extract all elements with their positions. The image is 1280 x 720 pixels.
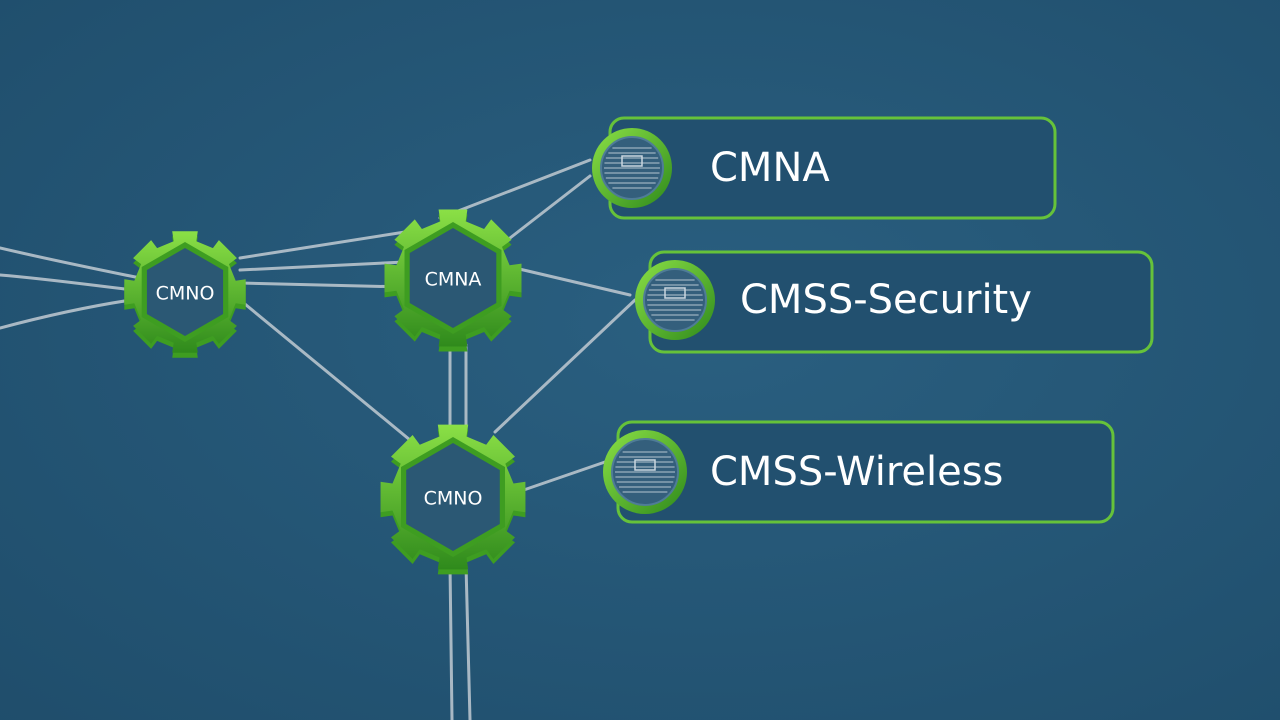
connector-line (513, 266, 632, 297)
badge-label: CMSS-Wireless (710, 449, 1003, 495)
gear-nodes: CMNO CMNA CMNO (124, 209, 526, 575)
circuit-chip-icon (592, 128, 672, 208)
connector-line (238, 281, 407, 289)
connector-line (238, 260, 407, 272)
hex-core (406, 443, 500, 551)
badge-frame (608, 116, 1057, 220)
node-center-bottom-gear: CMNO (380, 424, 526, 575)
connector-line (513, 460, 607, 495)
connector-line (238, 298, 412, 442)
circuit-chip-icon (635, 260, 715, 340)
node-label: CMNA (425, 269, 482, 291)
connector-line (238, 230, 407, 260)
connector-line (438, 158, 592, 220)
badge-cmss-security: CMSS-Security (635, 250, 1154, 354)
connector-line (508, 174, 592, 240)
badge-label: CMNA (710, 145, 830, 191)
badge-cmss-wireless: CMSS-Wireless (603, 420, 1115, 524)
hex-core (409, 228, 497, 328)
connector-line (448, 563, 454, 720)
badge-cmna: CMNA (592, 116, 1057, 220)
hex-core (146, 248, 224, 336)
connector-line (493, 298, 637, 434)
connector-line (464, 563, 472, 720)
circuit-chip-icon (603, 430, 687, 514)
node-center-top-gear: CMNA (384, 209, 522, 352)
node-label: CMNO (424, 488, 483, 510)
node-left-gear: CMNO (124, 231, 246, 358)
connector-lines (0, 158, 637, 720)
node-label: CMNO (156, 283, 215, 305)
badge-label: CMSS-Security (740, 277, 1032, 323)
